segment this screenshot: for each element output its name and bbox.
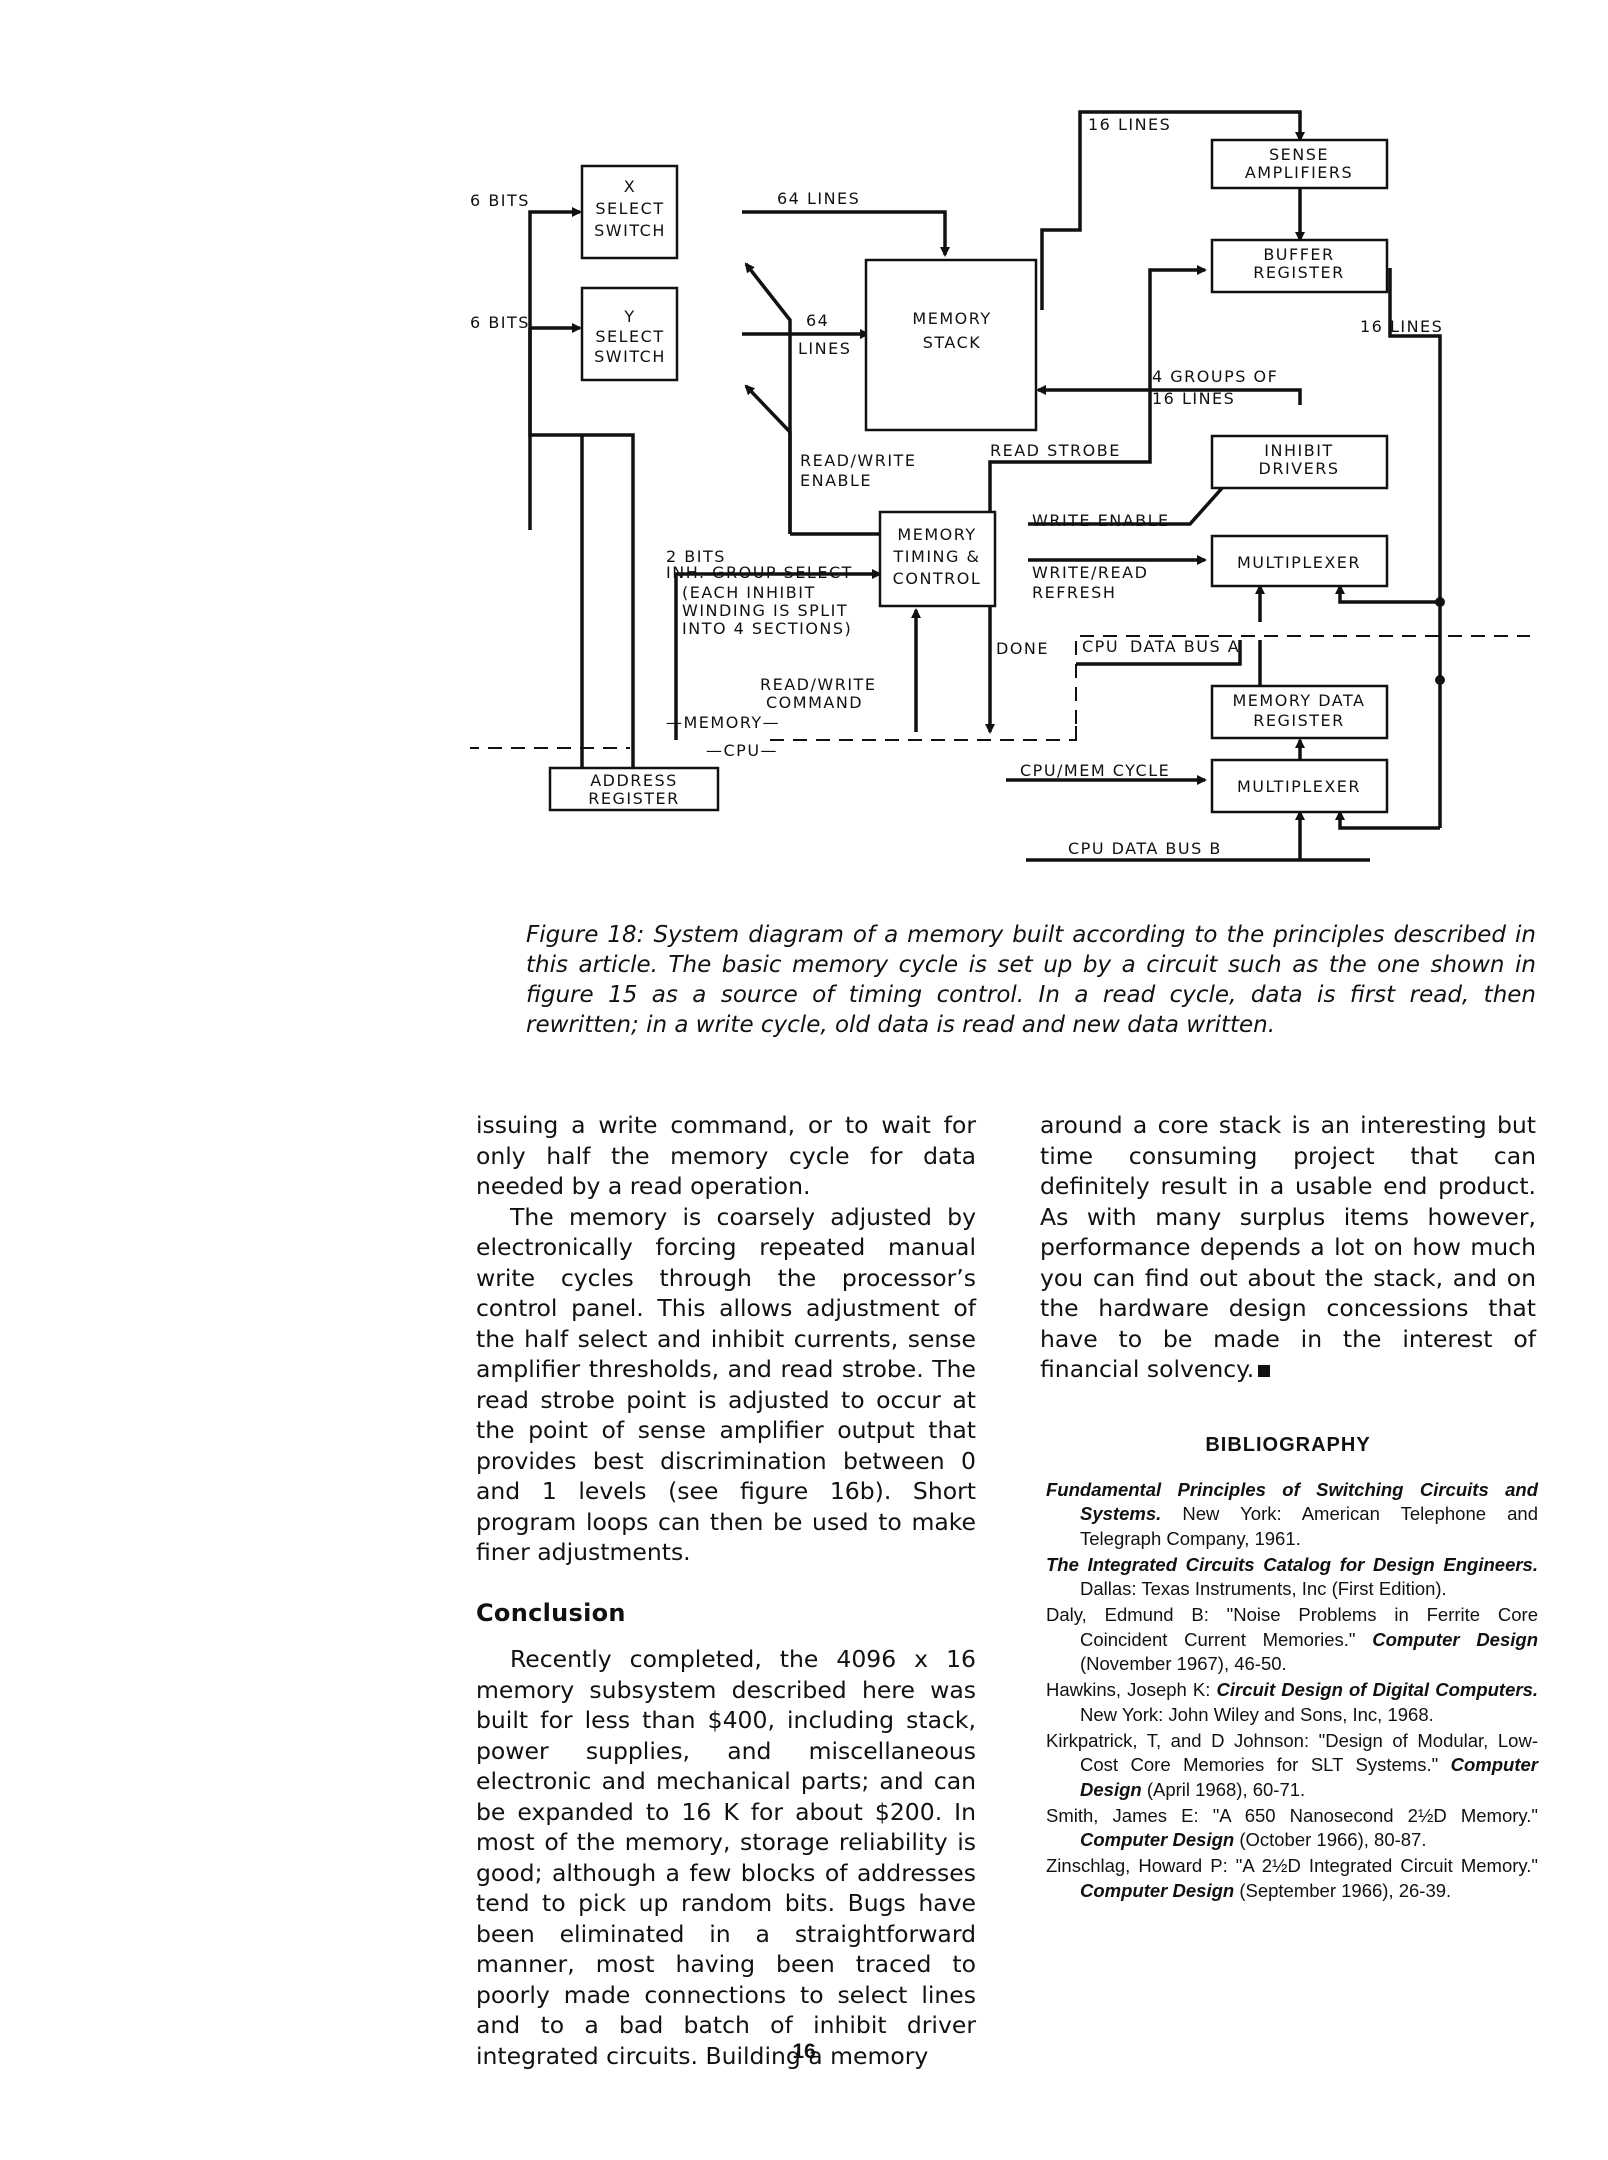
bibliography-entry: Zinschlag, Howard P: "A 2½D Integrated C… — [1046, 1855, 1538, 1901]
sense-amplifiers-box — [1210, 138, 1389, 190]
memory-stack-box — [864, 258, 1038, 432]
bibliography-entry: Kirkpatrick, T, and D Johnson: "Design o… — [1046, 1729, 1538, 1800]
multiplexer-top-box — [1210, 534, 1389, 588]
label: MEMORY — [912, 309, 991, 328]
label: (EACH INHIBIT — [682, 583, 816, 602]
right-column: around a core stack is an interesting bu… — [1040, 1110, 1536, 1385]
paragraph: The memory is coarsely adjusted by elect… — [476, 1202, 976, 1567]
multiplexer-bottom-box — [1210, 758, 1389, 814]
address-register-box — [548, 766, 720, 812]
label: STACK — [923, 333, 982, 352]
label: —MEMORY— — [666, 713, 780, 732]
label: 2 BITS — [666, 547, 726, 566]
label: REFRESH — [1032, 583, 1116, 602]
label: DATA BUS A — [1130, 637, 1240, 656]
label: INH. GROUP SELECT — [666, 563, 853, 582]
label: Y — [623, 307, 635, 326]
label: 64 — [806, 311, 829, 330]
left-column: issuing a write command, or to wait for … — [476, 1110, 976, 2071]
system-diagram: 16 LINES SENSE AMPLIFIERS 6 BITS X SELEC… — [470, 110, 1530, 862]
label: 6 BITS — [470, 313, 530, 332]
label: LINES — [798, 339, 851, 358]
paragraph: Recently completed, the 4096 x 16 memory… — [476, 1645, 976, 2070]
label: MEMORY — [897, 525, 976, 544]
label: WINDING IS SPLIT — [682, 601, 848, 620]
page-number: 16 — [792, 2040, 816, 2063]
label: WRITE ENABLE — [1032, 511, 1170, 530]
label: MEMORY DATA — [1233, 691, 1366, 710]
label: REGISTER — [588, 789, 680, 808]
label: X — [624, 177, 636, 196]
label: CPU — [1082, 637, 1119, 656]
label: 16 LINES — [1088, 115, 1171, 134]
label: READ STROBE — [990, 441, 1121, 460]
label: READ/WRITE — [800, 451, 916, 470]
label: READ/WRITE — [760, 675, 876, 694]
label: TIMING & — [893, 547, 981, 566]
label: INHIBIT — [1264, 441, 1333, 460]
section-heading: Conclusion — [476, 1598, 626, 1627]
diagram-wiring — [528, 110, 1445, 862]
bibliography-entry: Smith, James E: "A 650 Nanosecond 2½D Me… — [1046, 1804, 1538, 1851]
bibliography-entry: Hawkins, Joseph K: Circuit Design of Dig… — [1046, 1679, 1538, 1725]
bibliography-title: BIBLIOGRAPHY — [1205, 1434, 1371, 1456]
label: 16 LINES — [1152, 389, 1235, 408]
label: WRITE/READ — [1032, 563, 1148, 582]
label: DONE — [996, 639, 1049, 658]
label: —CPU— — [706, 741, 778, 760]
figure-caption: Figure 18: System diagram of a memory bu… — [526, 922, 1536, 1038]
label: SELECT — [595, 199, 664, 218]
end-of-article-mark — [1258, 1365, 1271, 1377]
label: BUFFER — [1263, 245, 1334, 264]
bibliography-entry: Daly, Edmund B: "Noise Problems in Ferri… — [1046, 1604, 1538, 1675]
inhibit-drivers-box — [1210, 434, 1389, 490]
label: ADDRESS — [590, 771, 678, 790]
label: DRIVERS — [1259, 459, 1340, 478]
label: 4 GROUPS OF — [1152, 367, 1278, 386]
label: MULTIPLEXER — [1237, 777, 1361, 796]
buffer-register-box — [1210, 238, 1389, 294]
paragraph: issuing a write command, or to wait for … — [476, 1111, 976, 1200]
x-select-switch-box — [580, 164, 679, 260]
label: SELECT — [595, 327, 664, 346]
label: 16 LINES — [1360, 317, 1443, 336]
label: REGISTER — [1253, 263, 1345, 282]
y-select-switch-box — [580, 286, 679, 382]
label: 6 BITS — [470, 191, 530, 210]
label: CPU DATA BUS B — [1068, 839, 1222, 858]
bibliography-entry: The Integrated Circuits Catalog for Desi… — [1046, 1553, 1538, 1600]
label: ENABLE — [800, 471, 872, 490]
label: COMMAND — [766, 693, 863, 712]
label: CPU/MEM CYCLE — [1020, 761, 1170, 780]
label: AMPLIFIERS — [1245, 163, 1353, 182]
paragraph: around a core stack is an interesting bu… — [1040, 1111, 1536, 1383]
bibliography-list: Fundamental Principles of Switching Circ… — [1046, 1478, 1538, 1905]
memory-data-register-box — [1210, 684, 1389, 740]
label: CONTROL — [893, 569, 982, 588]
bibliography-entry: Fundamental Principles of Switching Circ… — [1046, 1479, 1538, 1549]
label: SWITCH — [594, 221, 666, 240]
label: 64 LINES — [777, 189, 860, 208]
label: REGISTER — [1253, 711, 1345, 730]
label: MULTIPLEXER — [1237, 553, 1361, 572]
memory-timing-control-box — [878, 510, 997, 608]
label: SWITCH — [594, 347, 666, 366]
label: SENSE — [1269, 145, 1329, 164]
label: INTO 4 SECTIONS) — [682, 619, 852, 638]
